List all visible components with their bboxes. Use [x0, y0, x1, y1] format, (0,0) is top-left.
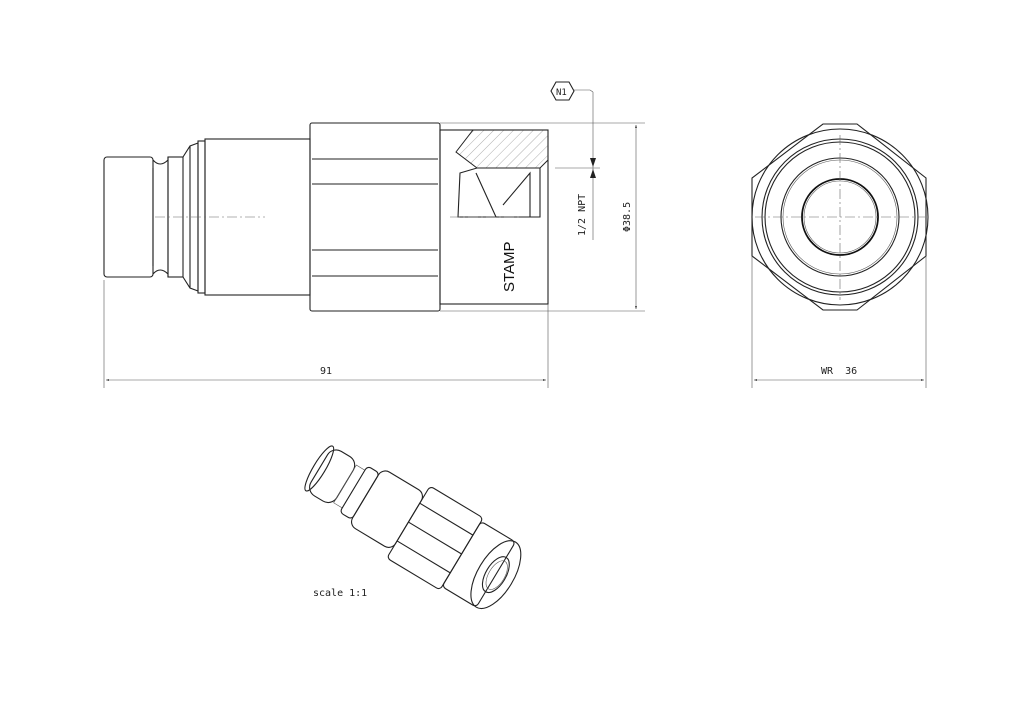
bore	[457, 167, 541, 218]
note-tag-hexagon	[550, 81, 575, 101]
iso-groove	[333, 464, 366, 509]
thread-label: 1/2 NPT	[577, 194, 588, 236]
iso-body	[351, 470, 423, 548]
chamfer-circle	[751, 128, 929, 306]
iso-front-face	[470, 540, 522, 610]
iso-bore-inner	[485, 560, 508, 590]
wrench-size-label: WR 36	[821, 366, 857, 377]
diameter-label: Φ38.5	[622, 202, 633, 232]
scale-label: scale 1:1	[313, 588, 367, 599]
body	[204, 138, 311, 296]
section-hatch	[455, 129, 549, 169]
side-view: STAMP 91 Φ38.5 1/2 NPT N1	[103, 81, 645, 388]
note-leader	[573, 89, 594, 93]
bore-chamfer	[475, 171, 531, 218]
length-label: 91	[320, 366, 332, 377]
iso-view	[304, 445, 522, 610]
end-view: WR 36	[751, 123, 929, 388]
stamp-label: STAMP	[501, 241, 518, 292]
groove	[152, 157, 169, 277]
thread-arrows	[590, 158, 596, 178]
iso-bore	[481, 556, 510, 594]
hex-flats	[312, 158, 438, 277]
nose	[103, 156, 154, 278]
iso-hex-flats	[396, 502, 474, 574]
hex-outline	[751, 123, 927, 311]
iso-nose-face	[304, 445, 335, 492]
hex-nut	[309, 122, 441, 312]
iso-collar	[340, 466, 379, 519]
note-tag: N1	[556, 88, 567, 98]
iso-sleeve	[442, 522, 515, 607]
